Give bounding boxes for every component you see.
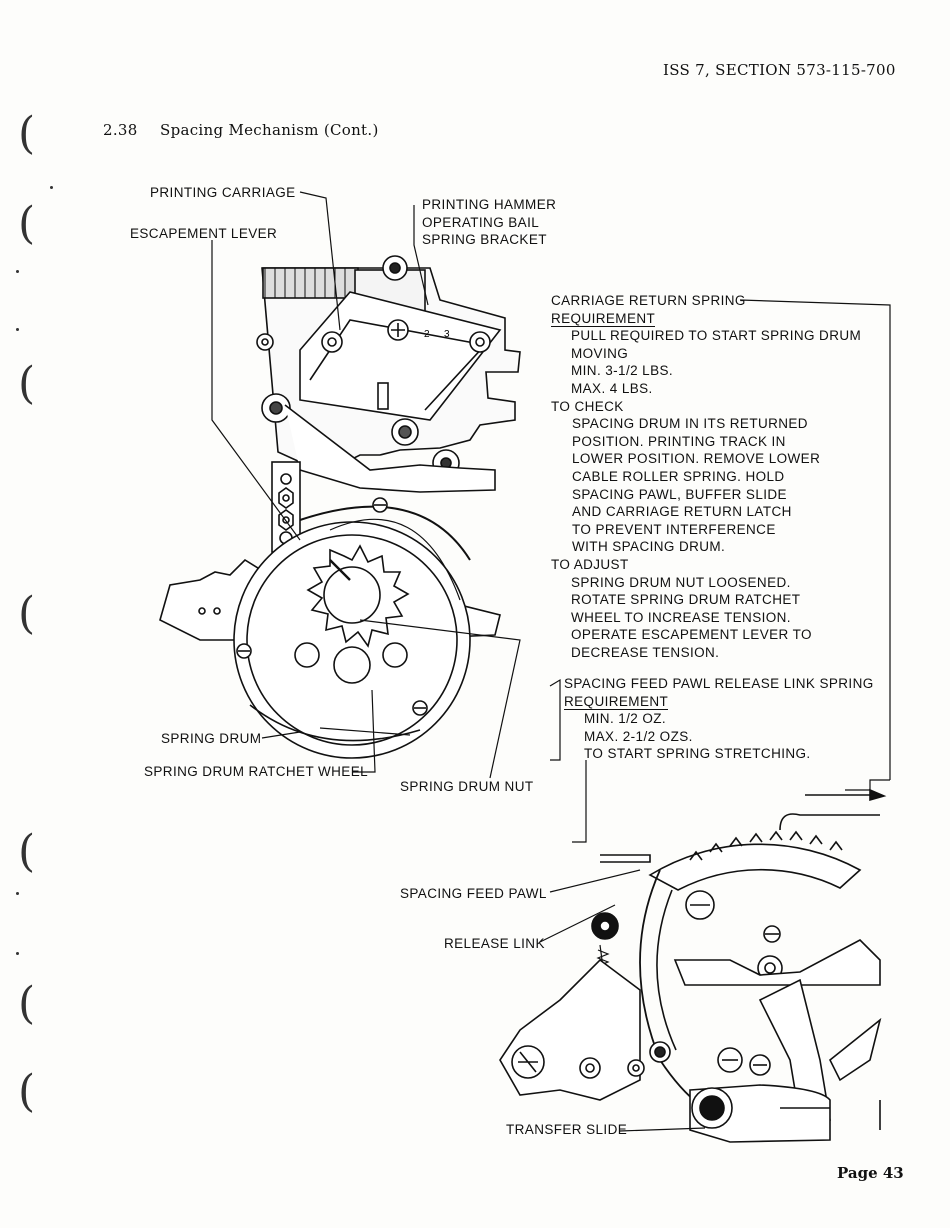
margin-speck	[16, 892, 19, 895]
section-title: Spacing Mechanism (Cont.)	[160, 121, 379, 139]
label-printing-hammer-bracket: PRINTING HAMMER OPERATING BAIL SPRING BR…	[422, 197, 557, 248]
binder-hole-mark: (	[18, 826, 36, 877]
binder-hole-mark: (	[18, 978, 36, 1029]
crs-title: CARRIAGE RETURN SPRING	[551, 293, 746, 308]
section-number: 2.38	[103, 121, 138, 139]
label-spring-drum-ratchet-wheel: SPRING DRUM RATCHET WHEEL	[144, 764, 369, 779]
fps-title: SPACING FEED PAWL RELEASE LINK SPRING	[564, 676, 874, 691]
label-printing-carriage: PRINTING CARRIAGE	[150, 185, 296, 200]
drawing-number: 3	[444, 329, 450, 340]
fps-requirement-heading: REQUIREMENT	[564, 693, 669, 710]
margin-speck	[16, 952, 19, 955]
binder-hole-mark: (	[18, 198, 36, 249]
label-spring-drum-nut: SPRING DRUM NUT	[400, 779, 534, 794]
label-spacing-feed-pawl: SPACING FEED PAWL	[400, 886, 547, 901]
label-spring-drum: SPRING DRUM	[161, 731, 262, 746]
binder-hole-mark: (	[18, 588, 36, 639]
page-number: Page 43	[837, 1164, 904, 1182]
drawing-number: 2	[424, 329, 430, 340]
binder-hole-mark: (	[18, 358, 36, 409]
feed-pawl-spring-block: SPACING FEED PAWL RELEASE LINK SPRING RE…	[564, 676, 874, 762]
issue-header: ISS 7, SECTION 573-115-700	[663, 61, 896, 79]
label-escapement-lever: ESCAPEMENT LEVER	[130, 226, 278, 241]
label-release-link: RELEASE LINK	[444, 936, 545, 951]
binder-hole-mark: (	[18, 108, 36, 159]
crs-requirement-heading: REQUIREMENT	[551, 310, 656, 327]
margin-speck	[16, 328, 19, 331]
margin-speck	[16, 270, 19, 273]
carriage-return-spring-block: CARRIAGE RETURN SPRING REQUIREMENT PULL …	[551, 293, 862, 660]
binder-hole-mark: (	[18, 1066, 36, 1117]
margin-speck	[50, 186, 53, 189]
crs-to-adjust-heading: TO ADJUST	[551, 556, 629, 572]
crs-to-check-heading: TO CHECK	[551, 398, 624, 414]
label-transfer-slide: TRANSFER SLIDE	[506, 1122, 628, 1137]
